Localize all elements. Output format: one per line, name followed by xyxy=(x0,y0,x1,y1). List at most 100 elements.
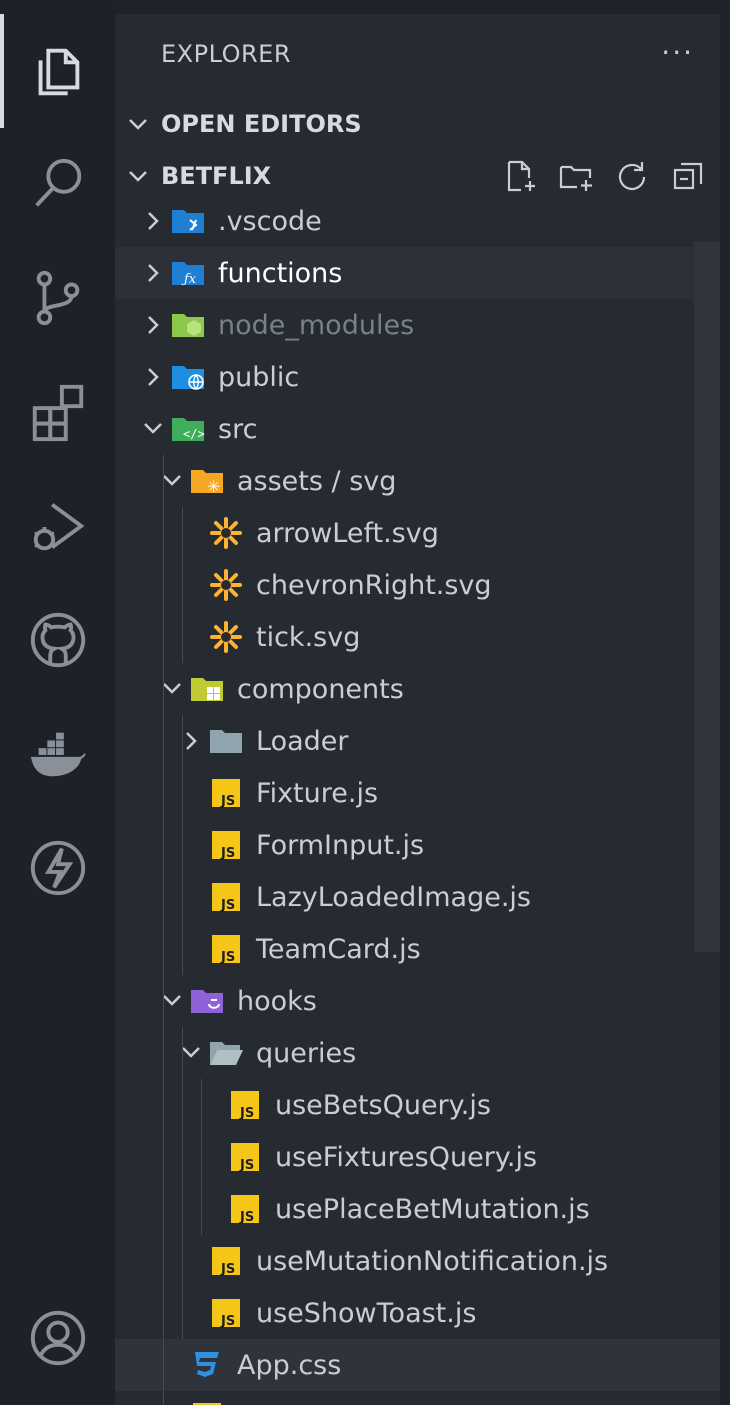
svg-text:JS: JS xyxy=(220,950,235,965)
js-file-icon: JS xyxy=(206,1235,246,1287)
scrollbar-thumb[interactable] xyxy=(694,242,720,952)
tree-file-row[interactable]: JS useShowToast.js xyxy=(115,1287,720,1339)
activity-bar xyxy=(0,0,115,1405)
hooks-folder-icon xyxy=(187,975,227,1027)
tree-item-label: Loader xyxy=(256,725,349,757)
chevron-right-icon[interactable] xyxy=(138,247,168,299)
chevron-right-icon[interactable] xyxy=(138,200,168,247)
tree-item-label: useFixturesQuery.js xyxy=(275,1141,538,1173)
tree-item-label: usePlaceBetMutation.js xyxy=(275,1193,590,1225)
new-folder-icon[interactable] xyxy=(558,158,594,194)
tree-file-row[interactable]: JS useFixturesQuery.js xyxy=(115,1131,720,1183)
indent-guide xyxy=(163,455,164,1405)
tree-folder-row[interactable]: queries xyxy=(115,1027,720,1079)
tree-folder-row[interactable]: .vscode xyxy=(115,200,720,247)
tree-file-row[interactable]: JS LazyLoadedImage.js xyxy=(115,871,720,923)
more-actions-button[interactable]: ··· xyxy=(661,36,694,69)
tree-folder-row[interactable]: hooks xyxy=(115,975,720,1027)
github-icon[interactable] xyxy=(20,602,96,678)
account-icon[interactable] xyxy=(20,1300,96,1376)
docker-icon[interactable] xyxy=(20,716,96,792)
components-folder-icon xyxy=(187,663,227,715)
twist-spacer xyxy=(176,767,206,819)
extensions-icon[interactable] xyxy=(20,374,96,450)
explorer-sidebar: EXPLORER ··· OPEN EDITORS BETFLIX .vs xyxy=(115,14,720,1405)
search-icon[interactable] xyxy=(20,146,96,222)
svg-file-icon xyxy=(206,507,246,559)
tree-file-row[interactable]: tick.svg xyxy=(115,611,720,663)
chevron-down-icon[interactable] xyxy=(176,1027,206,1079)
tree-item-label: arrowLeft.svg xyxy=(256,517,439,549)
tree-folder-row[interactable]: ✳ assets / svg xyxy=(115,455,720,507)
tree-folder-row[interactable]: public xyxy=(115,351,720,403)
collapse-all-icon[interactable] xyxy=(670,158,706,194)
js-file-icon: JS xyxy=(187,1391,227,1405)
tree-file-row[interactable]: JS TeamCard.js xyxy=(115,923,720,975)
tree-item-label: tick.svg xyxy=(256,621,361,653)
chevron-right-icon[interactable] xyxy=(176,715,206,767)
svg-text:JS: JS xyxy=(239,1210,254,1225)
tree-file-row[interactable]: chevronRight.svg xyxy=(115,559,720,611)
tree-file-row[interactable]: JS useMutationNotification.js xyxy=(115,1235,720,1287)
lightning-icon[interactable] xyxy=(20,830,96,906)
chevron-down-icon[interactable] xyxy=(157,663,187,715)
indent-guide xyxy=(201,1079,202,1235)
tree-file-row[interactable]: arrowLeft.svg xyxy=(115,507,720,559)
svg-folder-icon: ✳ xyxy=(187,455,227,507)
folder-open-icon xyxy=(206,1027,246,1079)
chevron-right-icon[interactable] xyxy=(138,299,168,351)
tree-item-label: chevronRight.svg xyxy=(256,569,492,601)
tree-item-label: useMutationNotification.js xyxy=(256,1245,609,1277)
tree-item-label: assets / svg xyxy=(237,465,397,497)
open-editors-header[interactable]: OPEN EDITORS xyxy=(115,102,720,146)
svg-text:JS: JS xyxy=(220,1314,235,1329)
twist-spacer xyxy=(176,923,206,975)
js-file-icon: JS xyxy=(225,1079,265,1131)
js-file-icon: JS xyxy=(206,923,246,975)
twist-spacer xyxy=(195,1131,225,1183)
public-folder-icon xyxy=(168,351,208,403)
svg-text:JS: JS xyxy=(220,1262,235,1277)
js-file-icon: JS xyxy=(206,1287,246,1339)
tree-folder-row[interactable]: components xyxy=(115,663,720,715)
tree-item-label: useShowToast.js xyxy=(256,1297,477,1329)
chevron-down-icon[interactable] xyxy=(138,403,168,455)
twist-spacer xyxy=(195,1079,225,1131)
tree-item-label: LazyLoadedImage.js xyxy=(256,881,531,913)
tree-file-row[interactable]: JSApp.js xyxy=(115,1391,720,1405)
active-indicator xyxy=(0,14,4,128)
twist-spacer xyxy=(157,1339,187,1391)
css-file-icon xyxy=(187,1339,227,1391)
explorer-actions xyxy=(502,154,706,198)
source-control-icon[interactable] xyxy=(20,260,96,336)
vscode-folder-icon xyxy=(168,200,208,247)
refresh-icon[interactable] xyxy=(614,158,650,194)
tree-folder-row[interactable]: node_modules xyxy=(115,299,720,351)
open-editors-label: OPEN EDITORS xyxy=(161,110,362,138)
explorer-icon[interactable] xyxy=(20,32,96,108)
new-file-icon[interactable] xyxy=(502,158,538,194)
chevron-down-icon[interactable] xyxy=(157,455,187,507)
twist-spacer xyxy=(176,507,206,559)
tree-file-row[interactable]: App.css xyxy=(115,1339,720,1391)
js-file-icon: JS xyxy=(225,1131,265,1183)
js-file-icon: JS xyxy=(206,871,246,923)
tree-folder-row[interactable]: Loader xyxy=(115,715,720,767)
twist-spacer xyxy=(176,1235,206,1287)
chevron-right-icon[interactable] xyxy=(138,351,168,403)
twist-spacer xyxy=(176,611,206,663)
tree-item-label: TeamCard.js xyxy=(256,933,421,965)
tree-item-label: FormInput.js xyxy=(256,829,425,861)
indent-guide xyxy=(182,507,183,663)
project-header[interactable]: BETFLIX xyxy=(115,154,720,198)
chevron-down-icon[interactable] xyxy=(157,975,187,1027)
twist-spacer xyxy=(176,1287,206,1339)
tree-folder-row[interactable]: </>src xyxy=(115,403,720,455)
tree-file-row[interactable]: JS usePlaceBetMutation.js xyxy=(115,1183,720,1235)
run-debug-icon[interactable] xyxy=(20,488,96,564)
